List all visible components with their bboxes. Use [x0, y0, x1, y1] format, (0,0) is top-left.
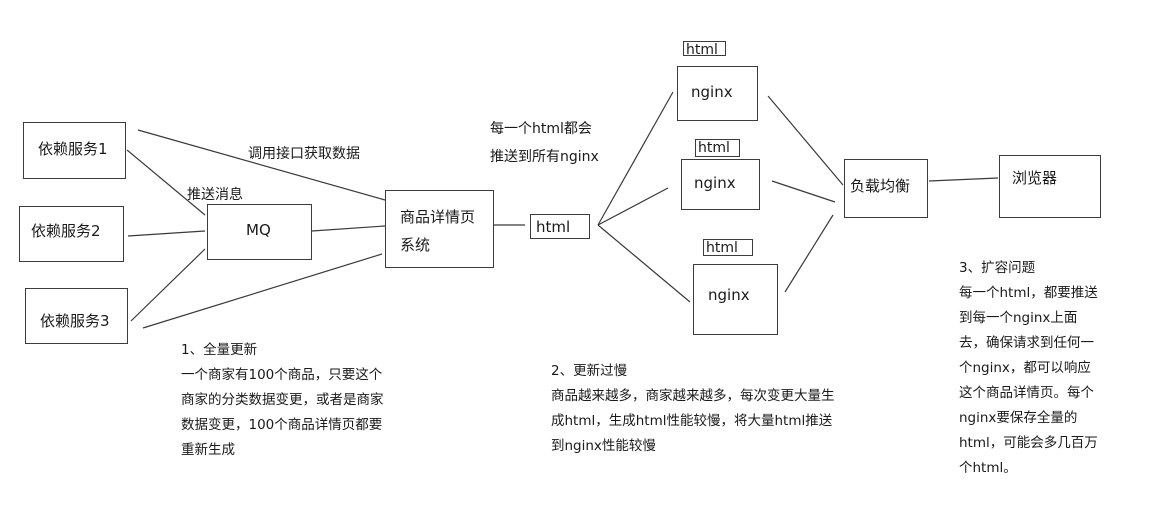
nginx-1-label: nginx — [691, 83, 733, 101]
edge-label-call-api: 调用接口获取数据 — [248, 146, 360, 162]
nginx-2-label: nginx — [694, 174, 736, 192]
note-line: 商家的分类数据变更，或者是商家 — [181, 392, 384, 408]
dependency-service-1-label: 依赖服务1 — [38, 140, 108, 158]
nginx-1-html-tag: html — [683, 41, 726, 58]
edge-label-push-all-1: 每一个html都会 — [490, 121, 592, 137]
edge-mq-detail — [311, 225, 386, 232]
nginx-2: nginx — [681, 159, 760, 210]
mq-label: MQ — [246, 221, 271, 239]
dependency-service-2: 依赖服务2 — [19, 206, 124, 262]
note-line: 这个商品详情页。每个 — [959, 385, 1094, 401]
note-line: 到每一个nginx上面 — [959, 310, 1078, 326]
edge-html-nginx1 — [597, 91, 674, 226]
note-full-update-title: 1、全量更新 — [181, 342, 258, 358]
edge-dep1-mq — [126, 149, 206, 216]
note-line: 数据变更，100个商品详情页都要 — [181, 417, 383, 433]
edge-html-nginx2 — [597, 187, 669, 226]
edge-nginx1-lb — [767, 95, 844, 186]
nginx-3: nginx — [693, 264, 778, 335]
html-node: html — [530, 214, 590, 239]
nginx-3-html-tag: html — [703, 239, 753, 256]
edge-dep3-detail — [142, 253, 383, 329]
edge-lb-browser — [928, 177, 999, 182]
note-scaling-issue-title: 3、扩容问题 — [959, 260, 1036, 276]
browser-node: 浏览器 — [999, 155, 1101, 218]
mq-node: MQ — [207, 204, 312, 260]
dependency-service-1: 依赖服务1 — [23, 122, 126, 179]
nginx-1: nginx — [677, 66, 758, 121]
edge-dep1-detail — [137, 129, 386, 201]
note-line: html，可能会多几百万 — [959, 435, 1098, 451]
nginx-3-label: nginx — [708, 286, 750, 304]
dependency-service-3-label: 依赖服务3 — [40, 312, 110, 330]
note-line: 去，确保请求到任何一 — [959, 335, 1094, 351]
note-line: 个html。 — [959, 460, 1017, 476]
note-line: 重新生成 — [181, 442, 235, 458]
note-slow-update-title: 2、更新过慢 — [551, 363, 628, 379]
edge-nginx3-lb — [784, 214, 834, 293]
load-balancer: 负载均衡 — [844, 159, 928, 218]
note-line: 商品越来越多，商家越来越多，每次变更大量生 — [551, 388, 835, 404]
note-line: 到nginx性能较慢 — [551, 438, 656, 454]
html-node-label: html — [536, 218, 571, 236]
note-line: 成html，生成html性能较慢，将大量html推送 — [551, 413, 833, 429]
nginx-2-html-tag: html — [695, 139, 740, 157]
note-line: 每一个html，都要推送 — [959, 285, 1098, 301]
note-slow-update: 2、更新过慢 商品越来越多，商家越来越多，每次变更大量生 成html，生成htm… — [551, 359, 835, 459]
note-scaling-issue: 3、扩容问题 每一个html，都要推送 到每一个nginx上面 去，确保请求到任… — [959, 256, 1098, 481]
dependency-service-3: 依赖服务3 — [25, 288, 128, 344]
edge-nginx2-lb — [771, 180, 836, 203]
product-detail-system: 商品详情页 系统 — [385, 190, 494, 268]
edge-label-push-all-2: 推送到所有nginx — [490, 149, 599, 165]
dependency-service-2-label: 依赖服务2 — [31, 222, 101, 240]
note-line: nginx要保存全量的 — [959, 410, 1078, 426]
load-balancer-label: 负载均衡 — [850, 177, 911, 195]
edge-dep2-mq — [127, 230, 206, 237]
note-line: 一个商家有100个商品，只要这个 — [181, 367, 383, 383]
note-line: 个nginx，都可以响应 — [959, 360, 1091, 376]
note-full-update: 1、全量更新 一个商家有100个商品，只要这个 商家的分类数据变更，或者是商家 … — [181, 338, 384, 463]
edge-dep3-mq — [130, 248, 206, 322]
edge-html-nginx3 — [597, 224, 691, 303]
edge-label-push-message: 推送消息 — [187, 187, 243, 203]
product-detail-system-label-2: 系统 — [400, 236, 431, 254]
browser-label: 浏览器 — [1012, 169, 1058, 187]
product-detail-system-label-1: 商品详情页 — [400, 208, 476, 226]
